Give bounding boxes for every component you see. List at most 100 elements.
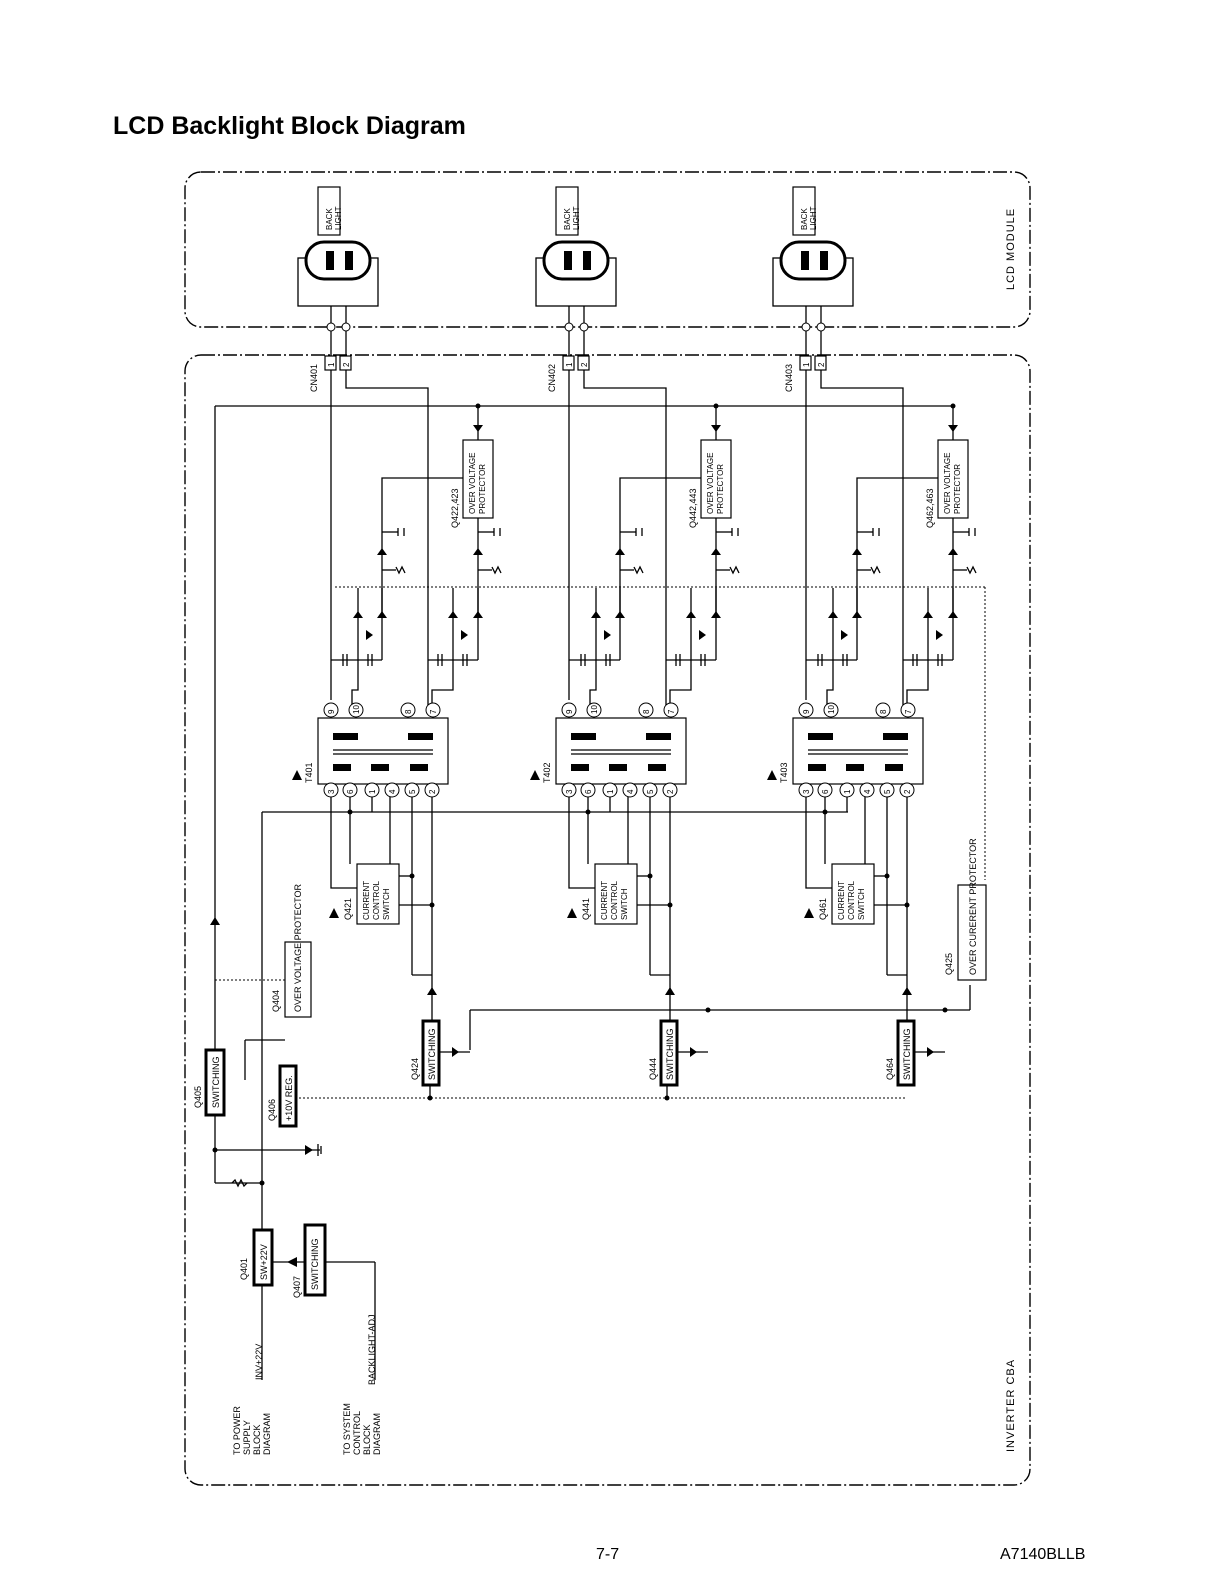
svg-text:CURRENT: CURRENT [362, 881, 371, 920]
backlight-label-box [317, 186, 341, 236]
page-title: LCD Backlight Block Diagram [113, 112, 466, 140]
svg-text:LIGHT: LIGHT [334, 206, 343, 230]
q401-sw22v-block: SW+22V Q401 [239, 1228, 274, 1287]
svg-text:Q401: Q401 [239, 1258, 249, 1280]
backlight-lamp [535, 240, 617, 307]
svg-text:1: 1 [368, 789, 377, 794]
svg-text:Q406: Q406 [267, 1099, 277, 1121]
svg-text:DIAGRAM: DIAGRAM [262, 1413, 272, 1455]
svg-text:5: 5 [883, 789, 892, 794]
svg-text:SWITCH: SWITCH [382, 888, 391, 920]
lcd-module-label: LCD MODULE [1005, 208, 1017, 290]
svg-text:6: 6 [584, 789, 593, 794]
svg-text:8: 8 [879, 709, 888, 714]
svg-text:DIAGRAM: DIAGRAM [372, 1413, 382, 1455]
transformer-ref: T401 [304, 762, 314, 783]
inverter-cba-frame [184, 354, 1031, 1486]
svg-text:OVER VOLTAGE: OVER VOLTAGE [706, 453, 715, 515]
svg-text:8: 8 [404, 709, 413, 714]
svg-text:8: 8 [642, 709, 651, 714]
transformer-ref: T403 [779, 762, 789, 783]
connector: 1 2 CN401 [309, 306, 352, 700]
resistor-symbol [231, 1178, 248, 1188]
ovp-ref: Q462,463 [925, 488, 935, 528]
connector-pin: 1 [327, 362, 336, 367]
connector-pin: 2 [342, 362, 351, 367]
svg-text:9: 9 [802, 709, 811, 714]
rectifier-section [569, 528, 740, 705]
svg-text:4: 4 [388, 789, 397, 794]
page-number: 7-7 [596, 1546, 620, 1563]
svg-text:4: 4 [863, 789, 872, 794]
svg-text:BLOCK: BLOCK [362, 1424, 372, 1455]
svg-text:9: 9 [327, 709, 336, 714]
svg-text:SWITCH: SWITCH [620, 888, 629, 920]
svg-text:10: 10 [827, 705, 836, 714]
transformer-pin [859, 782, 875, 798]
svg-text:SWITCH: SWITCH [857, 888, 866, 920]
svg-text:9: 9 [565, 709, 574, 714]
inverter-cba-label: INVERTER CBA [1005, 1359, 1017, 1452]
svg-text:7: 7 [667, 709, 676, 714]
transformer-pin [622, 782, 638, 798]
svg-text:+10V REG.: +10V REG. [284, 1075, 294, 1121]
svg-text:CONTROL: CONTROL [610, 880, 619, 920]
svg-text:2: 2 [666, 789, 675, 794]
svg-text:CONTROL: CONTROL [352, 1411, 362, 1455]
connector-ref: CN403 [784, 364, 794, 392]
transformer-ref: T402 [542, 762, 552, 783]
ovp-ref: Q442,443 [688, 488, 698, 528]
q406-10v-regulator-block: +10V REG. Q406 [267, 1064, 298, 1128]
wire-pin2 [820, 370, 904, 705]
svg-text:1: 1 [843, 789, 852, 794]
backlight-adj-signal: BACKLIGHT-ADJ [367, 1314, 377, 1385]
svg-text:7: 7 [904, 709, 913, 714]
ground-symbol [305, 1144, 322, 1156]
svg-text:10: 10 [352, 705, 361, 714]
svg-text:CURRENT: CURRENT [837, 881, 846, 920]
document-code: A7140BLLB [1000, 1546, 1086, 1563]
svg-text:6: 6 [821, 789, 830, 794]
svg-text:1: 1 [606, 789, 615, 794]
inv-22v-signal: INV+22V [254, 1344, 264, 1380]
svg-text:Q405: Q405 [193, 1086, 203, 1108]
svg-text:5: 5 [408, 789, 417, 794]
svg-text:SUPPLY: SUPPLY [242, 1420, 252, 1455]
svg-text:TO POWER: TO POWER [232, 1406, 242, 1455]
svg-text:3: 3 [565, 789, 574, 794]
svg-text:SWITCHING: SWITCHING [310, 1239, 320, 1291]
connector-pin: 1 [565, 362, 574, 367]
caution-icon [767, 770, 777, 780]
over-current-protector-block: OVER CURERENT PROTECTOR Q425 [944, 838, 987, 981]
svg-text:LIGHT: LIGHT [572, 206, 581, 230]
svg-text:10: 10 [590, 705, 599, 714]
caution-icon [329, 908, 339, 918]
svg-text:Q425: Q425 [944, 953, 954, 975]
connector-pin: 2 [580, 362, 589, 367]
ccs-ref: Q421 [343, 898, 353, 920]
ovp-ref: Q422,423 [450, 488, 460, 528]
svg-text:3: 3 [327, 789, 336, 794]
svg-text:SWITCHING: SWITCHING [211, 1057, 221, 1109]
connector-ref: CN401 [309, 364, 319, 392]
svg-text:BACK: BACK [800, 208, 809, 230]
connector-pin: 1 [802, 362, 811, 367]
backlight-label-box [555, 186, 579, 236]
svg-text:4: 4 [626, 789, 635, 794]
switching-label: SWITCHING [902, 1029, 912, 1081]
